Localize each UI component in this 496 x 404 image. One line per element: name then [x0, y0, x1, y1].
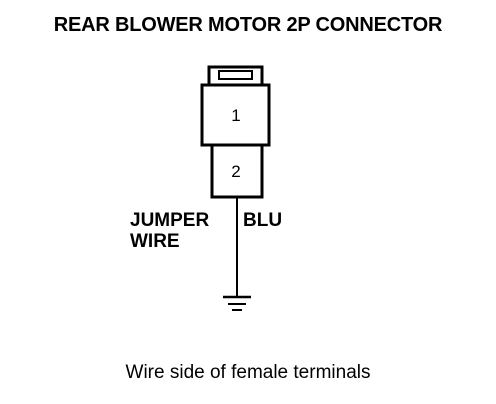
jumper-label-line2: WIRE: [130, 231, 180, 252]
diagram-title: REAR BLOWER MOTOR 2P CONNECTOR: [53, 14, 443, 36]
diagram-caption: Wire side of female terminals: [125, 362, 371, 383]
wire-color-label: BLU: [243, 210, 283, 231]
ground-symbol: [223, 295, 251, 311]
connector-lock-tab: [207, 65, 264, 87]
terminal-2-cavity: [210, 143, 264, 199]
jumper-wire-label: JUMPER WIRE: [130, 210, 209, 252]
jumper-label-line1: JUMPER: [130, 210, 210, 231]
terminal-2-label: 2: [231, 162, 240, 181]
terminal-1-cavity: [200, 83, 271, 147]
terminal-1-label: 1: [231, 106, 240, 125]
